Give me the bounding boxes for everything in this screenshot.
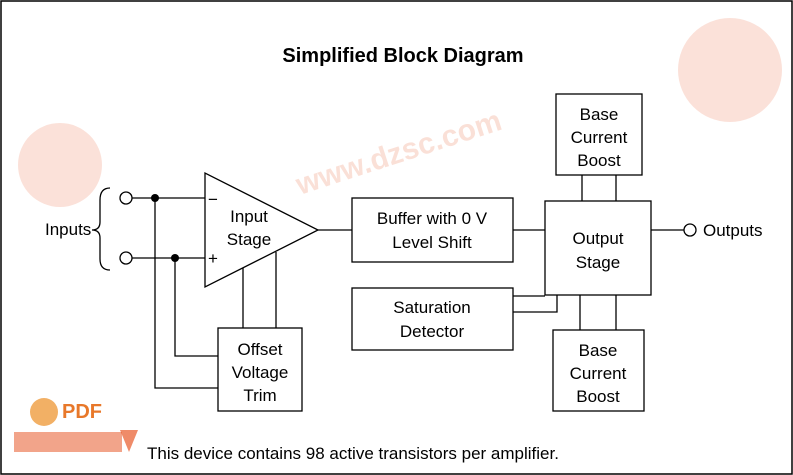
offset-label-3: Trim [243,386,276,405]
buffer-level-shift-block [351,197,514,263]
pdf-badge-circle [30,398,58,426]
output-stage-block [544,200,652,296]
boost-top-label-2: Current [571,128,628,147]
input-pin-noninverting [119,251,133,265]
boost-bottom-label-1: Base [579,341,618,360]
output-stage-label-2: Stage [576,253,620,272]
footnote: This device contains 98 active transisto… [147,444,559,463]
offset-label-2: Voltage [232,363,289,382]
input-stage-amplifier [204,171,320,289]
inputs-label: Inputs [45,220,91,239]
input-stage-label-2: Stage [227,230,271,249]
base-current-boost-bottom-block [552,329,645,412]
pdf-watermark-badge: PDF [14,398,138,452]
input-stage-plus: + [208,249,218,268]
inputs-brace [91,187,111,271]
buffer-label-2: Level Shift [392,233,472,252]
output-stage-label-1: Output [572,229,623,248]
buffer-label-1: Buffer with 0 V [377,209,488,228]
watermark-url: www.dzsc.com [291,104,506,202]
boost-bottom-label-2: Current [570,364,627,383]
pdf-badge-arrow [120,430,138,452]
input-pin-inverting [119,191,133,205]
wire-minus-to-trim [154,198,218,389]
wire-plus-to-trim [174,258,218,357]
input-stage-label-1: Input [230,207,268,226]
diagram-title: Simplified Block Diagram [282,45,523,67]
watermark-logo-left [18,123,102,207]
input-stage-minus: − [208,190,218,209]
saturation-detector-block [351,287,514,351]
saturation-label-2: Detector [400,322,465,341]
wire-output-to-saturation-2 [513,294,558,313]
base-current-boost-top-block [555,93,643,176]
boost-bottom-label-3: Boost [576,387,620,406]
output-pin [683,223,697,237]
pdf-badge-bar [14,432,122,452]
offset-voltage-trim-block [217,327,303,412]
boost-top-label-1: Base [580,105,619,124]
offset-label-1: Offset [237,340,282,359]
pdf-badge-text: PDF [62,401,102,423]
boost-top-label-3: Boost [577,151,621,170]
saturation-label-1: Saturation [393,298,471,317]
watermark-logo-right [678,18,782,122]
outputs-label: Outputs [703,221,763,240]
